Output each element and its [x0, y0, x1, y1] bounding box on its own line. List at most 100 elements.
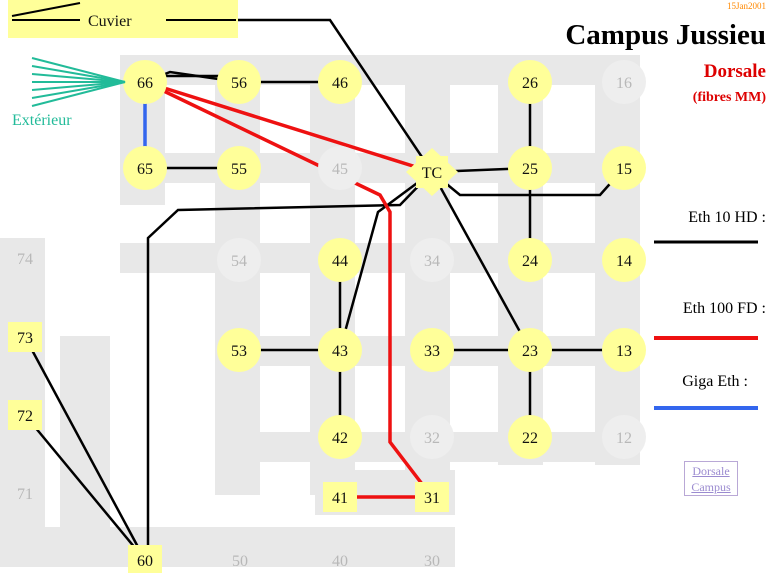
node-32: 32: [410, 415, 454, 459]
grid-block: [165, 243, 215, 273]
node-46[interactable]: 46: [318, 60, 362, 104]
node-26[interactable]: 26: [508, 60, 552, 104]
node-74: 74: [17, 251, 33, 268]
node-label: 32: [424, 430, 440, 447]
node-label: 44: [332, 253, 348, 270]
node-label: 60: [137, 553, 153, 570]
grid-block: [0, 238, 45, 558]
grid-block: [0, 527, 455, 567]
node-label: 13: [616, 343, 632, 360]
node-41[interactable]: 41: [323, 482, 357, 512]
node-TC[interactable]: TC: [406, 148, 458, 196]
node-34: 34: [410, 238, 454, 282]
node-label: 74: [17, 251, 33, 268]
node-40: 40: [332, 553, 348, 570]
node-label: 24: [522, 253, 538, 270]
node-label: 65: [137, 161, 153, 178]
dorsale-subtitle: Dorsale: [704, 61, 766, 82]
node-23[interactable]: 23: [508, 328, 552, 372]
node-54: 54: [217, 238, 261, 282]
node-73[interactable]: 73: [8, 322, 42, 352]
node-15[interactable]: 15: [602, 146, 646, 190]
node-71: 71: [17, 486, 33, 503]
node-44[interactable]: 44: [318, 238, 362, 282]
node-label: 54: [231, 253, 247, 270]
node-53[interactable]: 53: [217, 328, 261, 372]
node-label: 40: [332, 553, 348, 570]
exterieur-fan-line: [31, 81, 126, 91]
link-73-60: [23, 336, 147, 561]
node-56[interactable]: 56: [217, 60, 261, 104]
node-label: 53: [231, 343, 247, 360]
node-42[interactable]: 42: [318, 415, 362, 459]
exterieur-label: Extérieur: [12, 112, 72, 129]
legend-eth10-label: Eth 10 HD :: [688, 209, 766, 226]
exterieur-fan-line: [31, 81, 126, 99]
node-label: 66: [137, 75, 153, 92]
date-label: 15Jan2001: [727, 1, 766, 11]
node-label: 23: [522, 343, 538, 360]
legend-eth100-label: Eth 100 FD :: [683, 300, 766, 317]
campus-grid: [0, 55, 640, 567]
node-31[interactable]: 31: [415, 482, 449, 512]
link-TC-60: [146, 171, 433, 560]
dorsale-campus-link[interactable]: Dorsale Campus: [684, 461, 738, 496]
node-55[interactable]: 55: [217, 146, 261, 190]
node-50: 50: [232, 553, 248, 570]
node-label: TC: [422, 165, 442, 182]
cuvier-label: Cuvier: [88, 13, 132, 30]
exterieur-fan-line: [31, 57, 126, 83]
node-45: 45: [318, 146, 362, 190]
node-label: 72: [17, 408, 33, 425]
node-label: 14: [616, 253, 632, 270]
node-14[interactable]: 14: [602, 238, 646, 282]
node-label: 25: [522, 161, 538, 178]
node-label: 15: [616, 161, 632, 178]
node-label: 34: [424, 253, 440, 270]
link-66-TC: [144, 80, 433, 174]
exterieur-fan-line: [31, 81, 126, 107]
nodes-layer: 66 56 46 26 16 65 55 45 TC 25 15 74 54 44 34 24 14 73 53 43…: [8, 60, 646, 573]
cuvier-node[interactable]: Cuvier: [8, 0, 238, 38]
node-label: 71: [17, 486, 33, 503]
node-25[interactable]: 25: [508, 146, 552, 190]
node-12: 12: [602, 415, 646, 459]
link-72-60: [24, 414, 146, 561]
node-33[interactable]: 33: [410, 328, 454, 372]
node-16: 16: [602, 60, 646, 104]
node-label: 42: [332, 430, 348, 447]
link-Cuvier-TC: [236, 18, 434, 173]
node-24[interactable]: 24: [508, 238, 552, 282]
node-43[interactable]: 43: [318, 328, 362, 372]
node-66[interactable]: 66: [123, 60, 167, 104]
node-label: 46: [332, 75, 348, 92]
node-label: 56: [231, 75, 247, 92]
node-13[interactable]: 13: [602, 328, 646, 372]
legend-giga-label: Giga Eth :: [682, 373, 748, 390]
node-label: 16: [616, 75, 632, 92]
node-label: 45: [332, 161, 348, 178]
fibres-note: (fibres MM): [693, 90, 767, 105]
node-label: 73: [17, 330, 33, 347]
node-label: 31: [424, 490, 440, 507]
link-TC-23: [430, 171, 532, 351]
node-label: 30: [424, 553, 440, 570]
node-30: 30: [424, 553, 440, 570]
node-label: 43: [332, 343, 348, 360]
node-label: 26: [522, 75, 538, 92]
link-66-31: [144, 80, 434, 499]
exterieur-fan-line: [31, 73, 126, 83]
exterieur-link-icon: [31, 57, 126, 107]
node-72[interactable]: 72: [8, 400, 42, 430]
node-65[interactable]: 65: [123, 146, 167, 190]
link-TC-43: [338, 170, 433, 351]
node-60[interactable]: 60: [128, 545, 162, 573]
node-22[interactable]: 22: [508, 415, 552, 459]
node-label: 41: [332, 490, 348, 507]
node-label: 50: [232, 553, 248, 570]
page-title: Campus Jussieu: [565, 19, 766, 51]
node-label: 55: [231, 161, 247, 178]
exterieur-fan-line: [31, 65, 126, 83]
grid-block: [60, 336, 110, 531]
